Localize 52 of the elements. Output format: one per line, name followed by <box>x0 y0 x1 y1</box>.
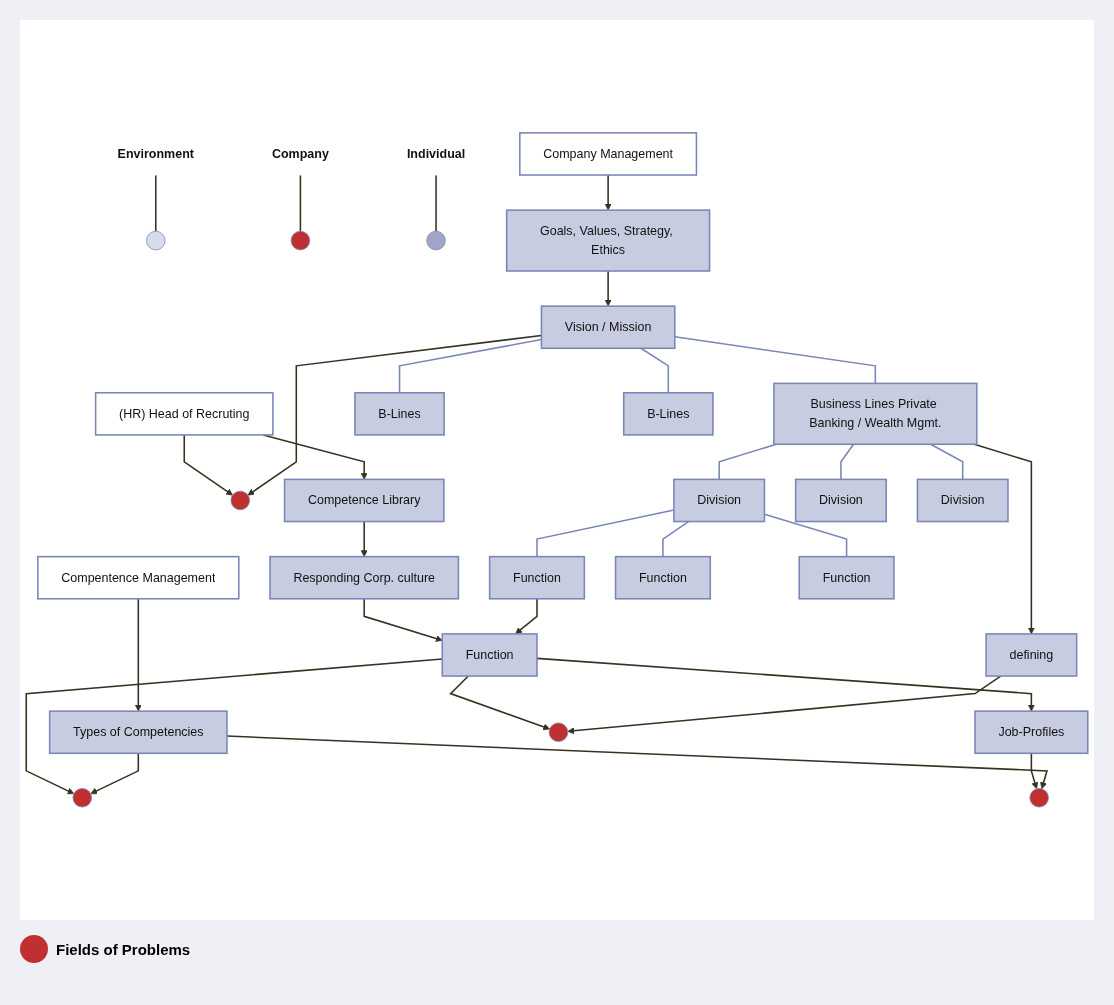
node-box: Types of Competencies <box>48 710 228 755</box>
arrow <box>134 598 142 712</box>
node-box: Function <box>614 555 712 600</box>
node-text: Individual <box>406 146 466 161</box>
connector <box>435 174 437 233</box>
connector <box>929 443 964 481</box>
arrow <box>604 270 612 307</box>
node-box: Division <box>916 478 1009 523</box>
node-circle <box>426 230 446 251</box>
arrow <box>567 675 1002 735</box>
connector <box>155 174 157 233</box>
node-box: Job-Profiles <box>974 710 1089 755</box>
node-circle <box>146 230 166 251</box>
node-text: Environment <box>117 146 194 161</box>
arrow <box>604 174 612 211</box>
node-box: Business Lines Private Banking / Wealth Mgmt. <box>773 382 978 446</box>
node-box: B-Lines <box>622 392 714 436</box>
node-box: Company Management <box>519 132 698 176</box>
node-box: Competence Library <box>283 478 445 523</box>
connector <box>674 336 877 385</box>
node-box: Responding Corp. culture <box>269 555 460 600</box>
node-box: defining <box>985 633 1078 677</box>
arrow <box>1030 752 1039 790</box>
node-box: Function <box>441 633 538 677</box>
node-box: (HR) Head of Recruting <box>94 392 274 436</box>
arrow <box>226 735 1048 790</box>
node-box: Function <box>488 555 586 600</box>
node-box: Division <box>673 478 766 523</box>
node-box: Goals, Values, Strategy, Ethics <box>505 209 711 272</box>
arrow <box>449 675 550 731</box>
node-box: Division <box>794 478 887 523</box>
node-box: Compentence Management <box>37 555 240 600</box>
node-circle <box>1029 788 1049 808</box>
node-circle <box>72 788 92 808</box>
arrow <box>515 598 538 635</box>
node-circle <box>548 722 569 742</box>
arrow <box>90 752 140 795</box>
connector <box>840 443 855 481</box>
node-circle <box>290 230 311 251</box>
connector <box>299 174 302 233</box>
connector <box>662 520 690 558</box>
legend-text: Fields of Problems <box>56 940 191 958</box>
node-box: B-Lines <box>354 392 445 436</box>
arrow <box>183 434 233 496</box>
arrow <box>363 598 443 642</box>
arrow <box>536 657 1035 712</box>
arrow <box>973 443 1035 635</box>
node-text: Company <box>271 146 329 161</box>
arrow <box>360 520 368 557</box>
node-box: Function <box>798 555 895 600</box>
node-circle <box>230 490 250 511</box>
node-box: Vision / Mission <box>540 305 676 350</box>
